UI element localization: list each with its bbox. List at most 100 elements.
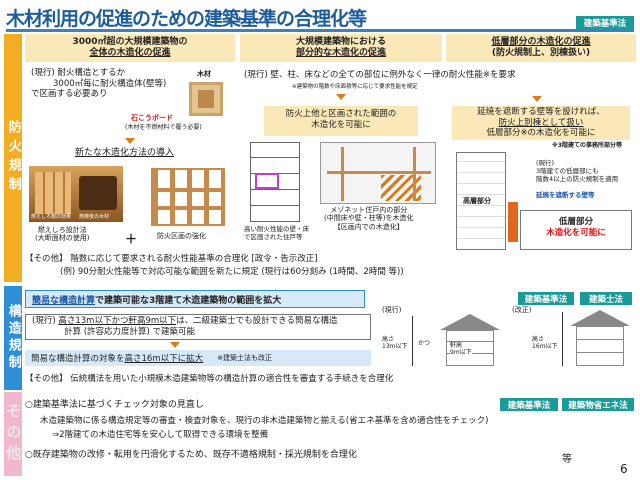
col3-desc-line2: 防火上別棟として扱い [498,117,584,128]
burn-layer-image: 燃えしろ層の効果 燃焼後の木材 [29,166,123,222]
img-caption-a: 燃えしろ層の効果 [31,214,72,220]
current-roof [440,314,500,330]
low-part-label: 低層部分 [558,217,593,227]
col1-header-line1: 3000㎡超の大規模建築物の [72,36,188,47]
col1-arrow [125,138,135,144]
wood-label: 木材 [197,70,211,78]
revised-height-value: 16m以下 [532,343,558,351]
burn-design-line1: 燃えしろ設計法 [37,226,87,234]
revised-height-line [562,312,563,366]
col1-current-line3: で区画する必要あり [31,89,108,100]
side-label-other-text: その他 [4,402,23,466]
col2-highlight-line2: 木造化を可能に [311,119,371,130]
wood-pillar-2 [413,147,416,201]
apartment-grid [250,142,300,222]
col2-arrow [336,94,346,100]
fire-column-2: 大規模建築物における 部分的な木造化の促進 (現行) 壁、柱、床などの全ての部位… [240,34,515,252]
energy-tag-other: 建築物省エネ法 [562,398,634,411]
col2-header-line2: 部分的な木造化の促進 [295,48,386,58]
plus-sign: ＋ [125,232,138,246]
burn-design-label: 燃えしろ設計法 (大断面材の使用) [35,226,89,243]
side-label-fire-text: 防火規制 [5,120,21,196]
new-method-text: 新たな木造化方法の導入 [75,148,175,158]
side-label-other: その他 [4,392,22,476]
maisonette-caption: メゾネット住戸内の部分 (中間床や壁・柱等)を木造化 【区画内での木造化】 [324,206,413,231]
revised-house-body [576,326,624,366]
architect-tag-struct: 建築士法 [580,292,632,305]
col3-desc-note: ※3階建ての事務所部分等 [552,142,623,149]
maisonette-interior-image [320,142,436,204]
col1-current-line1: (現行) 耐火構造とするか [31,68,126,78]
col2-header: 大規模建築物における 部分的な木造化の促進 [240,34,442,62]
lumber-stack [35,172,71,214]
col3-desc-line1: 延焼を遮断する壁等を設ければ、 [477,107,605,117]
col1-header-line2: 全体の木造化の促進 [89,48,171,58]
side-label-fire: 防火規制 [4,34,22,282]
revised-height-label: 高さ [532,336,545,343]
revised-height-text: 高さ 16m以下 [532,336,557,350]
struct-current-line2: 計算 (許容応力度計算) で建築可能 [64,326,196,337]
unit-highlight [255,173,279,189]
col2-header-line1: 大規模建築物における [295,36,386,47]
col3-current-line1: (現行) [536,159,555,167]
col3-current-line3: 階数4以上の防火規制を適用 [536,174,619,183]
struct-expand-a: 簡易な構造計算の対象を [31,354,125,364]
struct-header-a: 簡易な構造計算 [32,295,96,306]
current-height-line [412,316,413,366]
maisonette-line3: 【区画内での木造化】 [333,222,404,231]
fire-other-line2: (例) 90分耐火性能等で対応可能な範囲を新たに規定 (現行は60分刻み (1時… [60,267,404,277]
col3-header-line1: 低層部分の木造化の促進 [491,36,591,47]
other-item1: ○建築基準法に基づくチェック対象の見直し [25,400,204,410]
mid-floor [327,171,431,174]
maisonette-line1: メゾネット住戸内の部分 [330,206,408,214]
page-number: 6 [620,462,628,476]
wall-label: 延焼を遮断する壁等 [536,191,595,199]
struct-current-box: (現行) 高さ13m以下かつ軒高9m以下は、二級建築士でも設計できる簡易な構造 … [25,314,371,340]
wood-block [189,82,223,116]
current-height-text: 高さ 13m以下 [382,336,407,350]
page-title: 木材利用の促進のための建築基準の合理化等 [6,8,367,30]
struct-expand-note: ※建築士法も改正 [217,353,272,362]
col3-arrow [532,96,542,102]
grid-caption-line1: 高い耐火性能の壁・床 [244,225,309,233]
struct-current-limit: 高さ13m以下かつ軒高9m以下 [58,316,177,326]
side-label-struct: 構造規制 [4,286,22,390]
col2-highlight: 防火上他と区画された範囲の 木造化を可能に [264,106,418,136]
law-tag-struct: 建築基準法 [518,292,574,305]
col1-header: 3000㎡超の大規模建築物の 全体の木造化の促進 [25,34,235,62]
current-eave-label: 軒高 [450,342,463,349]
current-eave-text: 軒高 9m以下 [450,342,472,357]
col2-highlight-line1: 防火上他と区画された範囲の [285,109,397,119]
title-underline [6,29,634,32]
col2-note: ※建築物の階数や床面積等に応じて要求性能を規定 [292,84,418,90]
new-method-label: 新たな木造化方法の導入 [75,148,174,159]
col2-current: (現行) 壁、柱、床などの全ての部位に例外なく一律の耐火性能※を要求 [244,70,516,80]
diagram-current-label: (現行) [382,306,402,314]
maisonette-line2: (中間床や壁・柱等)を木造化 [324,214,414,223]
col3-desc-line3: 低層部分※の木造化を可能に [486,128,596,139]
col3-current: (現行) 3階建ての低層部にも 階数4以上の防火規制を適用 [536,159,619,183]
wood-column-illustration: 木材 [185,70,229,118]
height-diagram: (現行) (改正) 高さ 13m以下 かつ 軒高 9m以下 高さ 16m以下 [376,306,634,370]
grid-caption: 高い耐火性能の壁・床 で区画された住戸等 [244,225,309,242]
struct-other: 【その他】 伝統構法を用いた小規模木造建築物等の構造計算の適合性を審査する手続き… [25,374,394,384]
struct-current-rest: は、二級建築士でも設計できる簡易な構造 [176,316,338,326]
struct-header: 簡易な構造計算 で建築可能な 3階建て木造建築物の範囲を拡大 [25,290,365,308]
col3-desc: 延焼を遮断する壁等を設ければ、 防火上別棟として扱い 低層部分※の木造化を可能に [452,106,630,140]
fire-other-line1: 【その他】 階数に応じて要求される耐火性能基準の合理化 [政令・告示改正] [25,254,318,264]
low-part-note: 木造化を可能に [546,227,606,238]
diagram-revised-label: (改正) [512,306,532,314]
frame-beam-1 [153,188,223,192]
low-rise-building: 低層部分 木造化を可能に [520,210,632,250]
gypsum-note: (木材を不燃材料で覆う必要) [125,124,202,131]
current-eave-value: 9m以下 [450,349,472,357]
current-height-label: 高さ [382,336,395,343]
img-caption-b: 燃焼後の木材 [79,214,110,220]
frame-beam-2 [153,206,223,210]
wood-pillar-1 [341,147,344,201]
burn-design-line2: (大断面材の使用) [35,234,90,243]
fire-wall [508,202,518,242]
struct-header-b: で建築可能な [95,295,150,306]
col1-current-line2: 3000㎡毎に耐火構造体(壁等) [53,78,167,89]
other-item2: ○既存建築物の改修・転用を円滑化するため、既存不適格規制・採光規制を合理化 [25,450,357,460]
